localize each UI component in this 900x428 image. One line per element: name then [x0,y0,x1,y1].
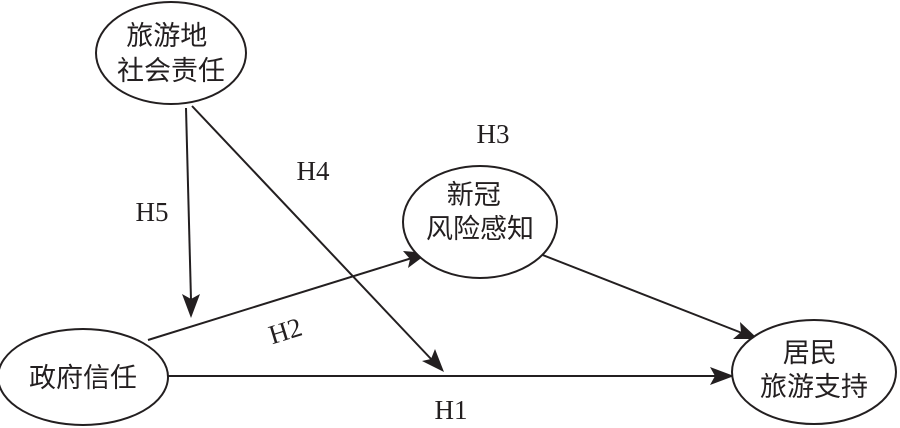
edge-h1 [168,367,734,385]
edges [147,105,758,385]
svg-text:居民 旅游支持: 居民 旅游支持 [760,338,868,403]
label-h4: H4 [297,156,330,186]
svg-text:旅游地 社会责任: 旅游地 社会责任 [117,21,225,87]
node-resident-support: 居民 旅游支持 [731,319,897,425]
label-h2: H2 [265,312,305,350]
node-social-responsibility: 旅游地 社会责任 [95,1,247,105]
node-covid-risk: 新冠 风险感知 [402,165,558,279]
svg-text:政府信任: 政府信任 [29,363,137,394]
node-gov-trust-line-1: 政府信任 [29,363,137,394]
node-resident-support-line-2: 旅游支持 [760,372,868,403]
node-covid-risk-line-1: 新冠 [447,180,501,211]
node-social-responsibility-line-2: 社会责任 [117,56,225,87]
node-covid-risk-line-2: 风险感知 [426,214,534,245]
edge-h3 [539,253,758,339]
label-h5: H5 [136,197,169,227]
svg-text:新冠 风险感知: 新冠 风险感知 [426,180,534,245]
node-gov-trust: 政府信任 [0,328,169,426]
edge-h5 [182,107,200,318]
edge-labels: H1 H2 H3 H4 H5 [136,119,510,425]
node-social-responsibility-line-1: 旅游地 [126,21,207,52]
node-resident-support-line-1: 居民 [783,338,837,369]
edge-h4 [191,105,444,372]
label-h3: H3 [477,119,510,149]
label-h1: H1 [435,395,468,425]
